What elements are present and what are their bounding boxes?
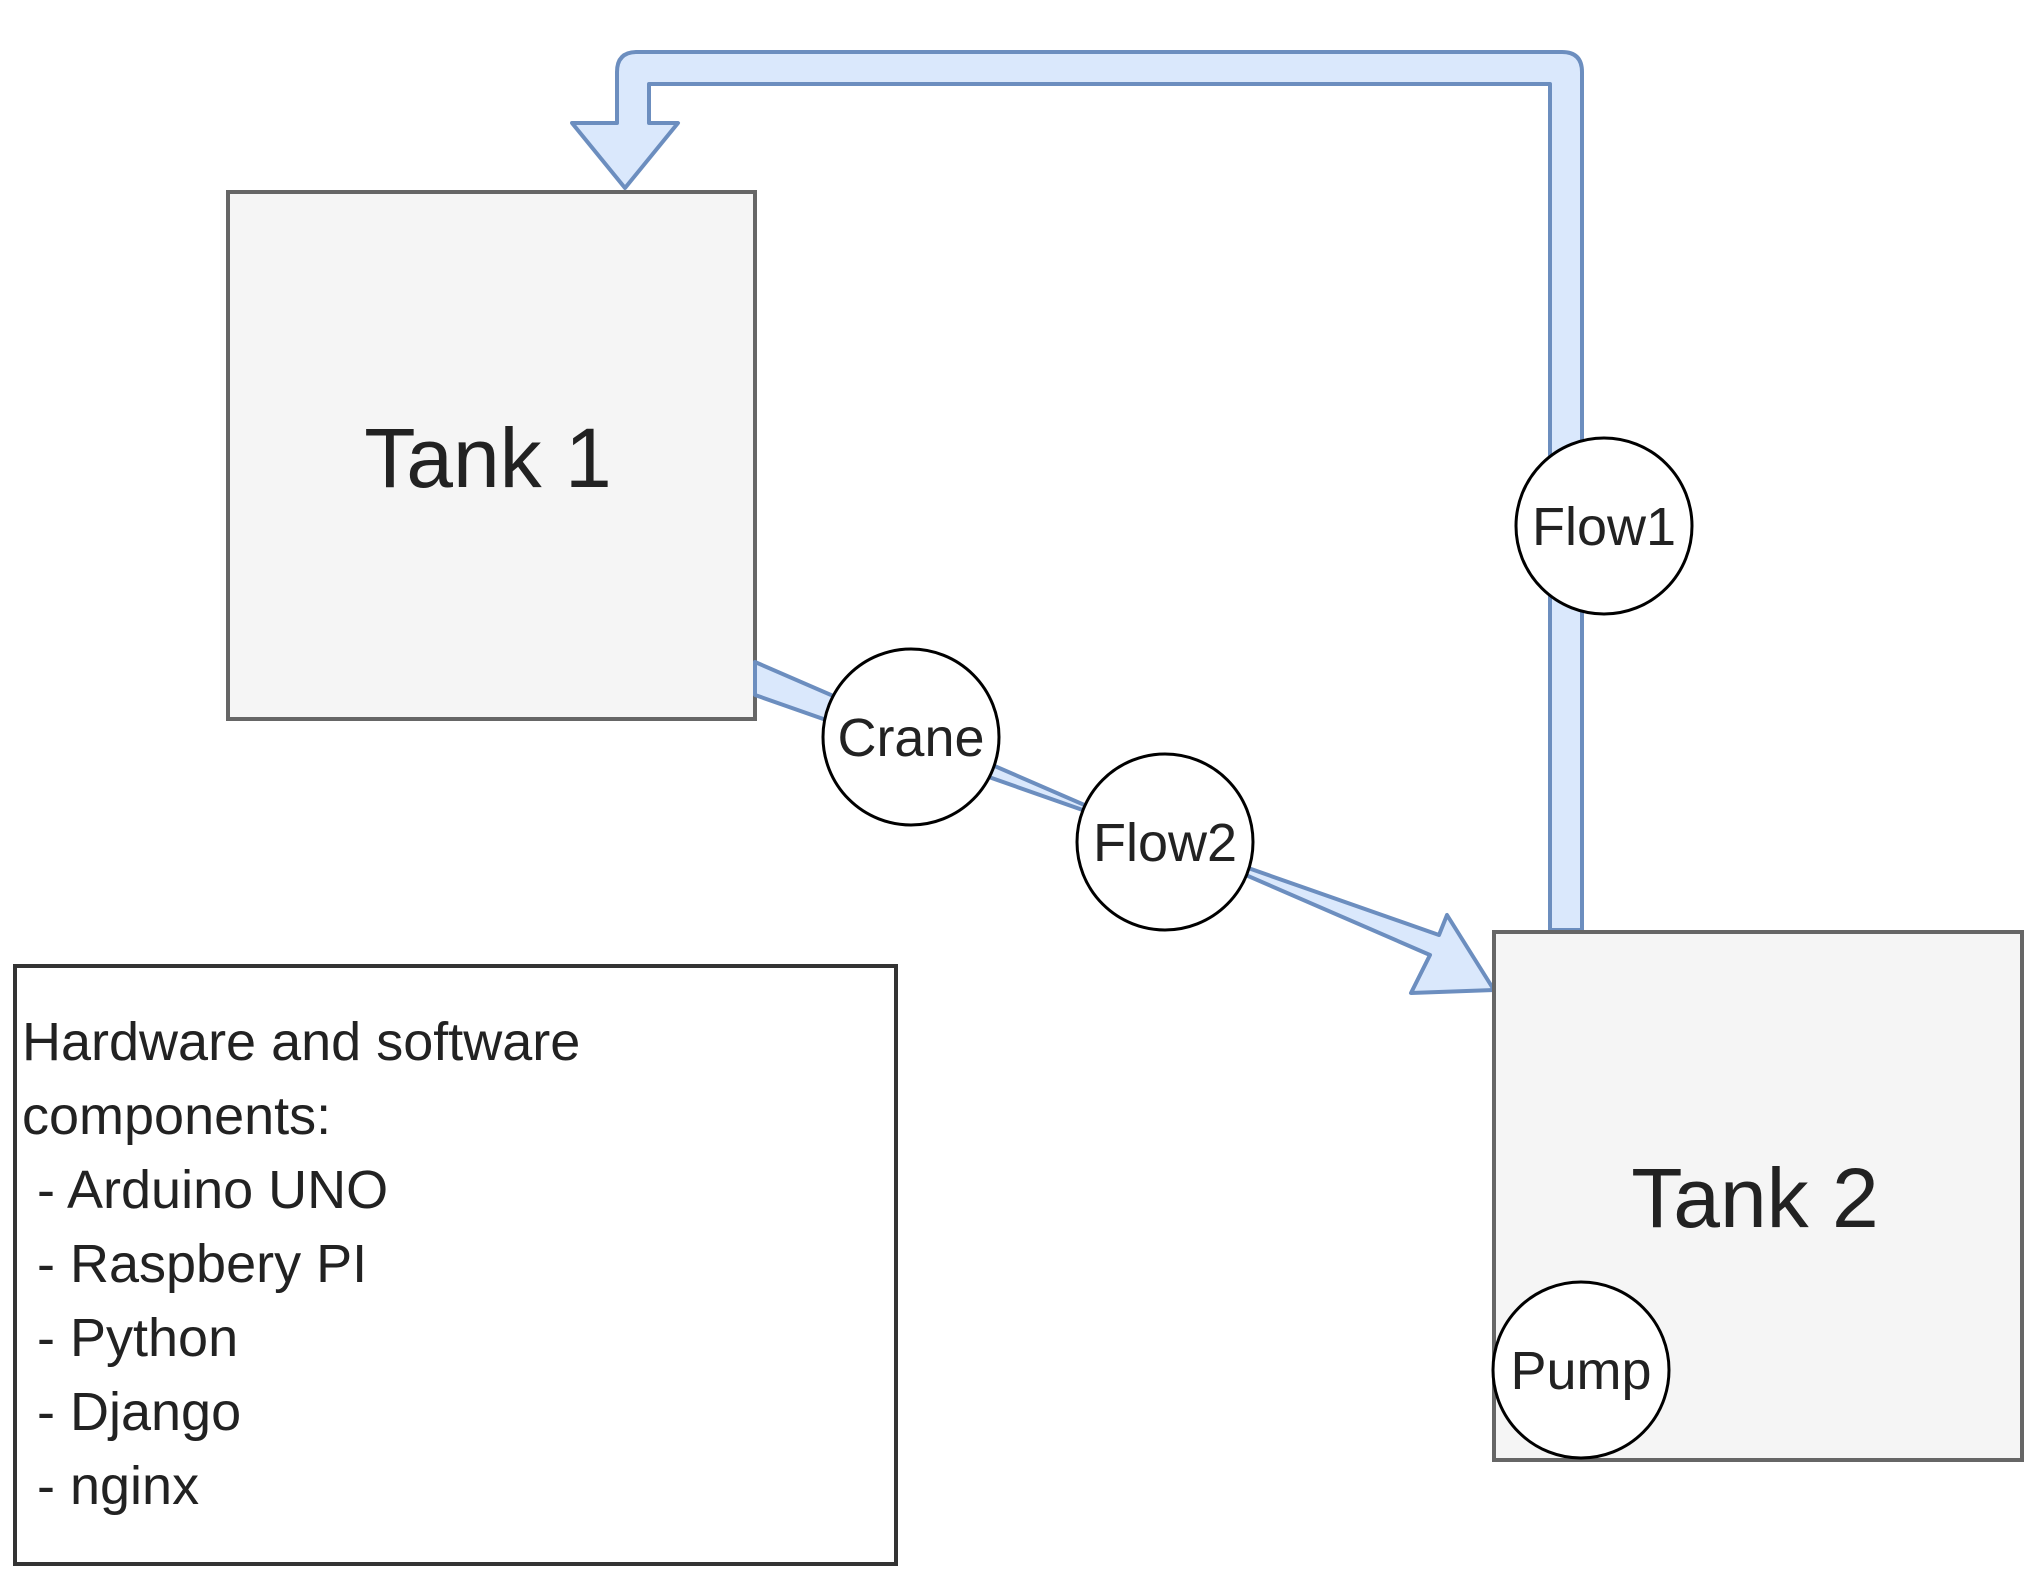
flow1-node[interactable]	[1514, 436, 1694, 616]
pump-label: Pump	[1510, 1341, 1651, 1401]
pump-node[interactable]	[1491, 1280, 1671, 1460]
tank-1-label: Tank 1	[364, 411, 612, 505]
crane-node[interactable]	[821, 647, 1001, 827]
legend-item-raspberry: - Raspbery PI	[22, 1234, 367, 1294]
legend-item-arduino: - Arduino UNO	[22, 1160, 388, 1220]
legend-item-nginx: - nginx	[22, 1456, 199, 1516]
legend-title-line2: components:	[22, 1086, 331, 1146]
tank-2-label: Tank 2	[1631, 1151, 1879, 1245]
legend-title-line1: Hardware and software	[22, 1012, 580, 1072]
flow2-label: Flow2	[1093, 813, 1237, 873]
tank-1[interactable]	[226, 190, 757, 721]
tank-2[interactable]	[1492, 930, 2024, 1462]
legend-item-python: - Python	[22, 1308, 238, 1368]
flow2-node[interactable]	[1075, 752, 1255, 932]
flow1-label: Flow1	[1532, 497, 1676, 557]
crane-label: Crane	[837, 708, 984, 768]
legend-item-django: - Django	[22, 1382, 241, 1442]
return-pipe-arrow	[570, 50, 1584, 932]
components-legend-box	[13, 964, 898, 1566]
